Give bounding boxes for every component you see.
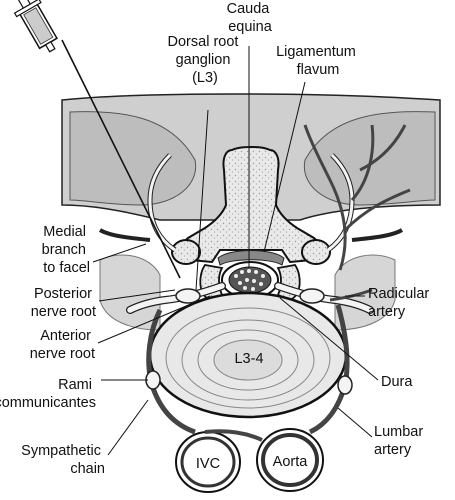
label-radicular-artery: Radicular artery <box>368 286 433 320</box>
label-anterior-nerve-root: Anterior nerve root <box>30 328 95 362</box>
facet-joint-left <box>171 239 201 265</box>
paraspinal-muscle-left <box>69 111 197 206</box>
sympathetic-ganglion-left <box>145 370 161 390</box>
aorta <box>256 428 324 492</box>
label-rami-communicantes: Rami communicantes <box>0 377 96 411</box>
label-dura: Dura <box>381 374 413 390</box>
dorsal-root-ganglion-left <box>175 288 201 304</box>
nerve-branch-right-upper <box>351 228 404 242</box>
label-ivc: IVC <box>196 456 220 472</box>
needle-syringe <box>13 0 181 279</box>
label-sympathetic-chain: Sympathetic chain <box>21 443 105 477</box>
cauda-equina-roots <box>234 269 265 291</box>
psoas-left <box>99 254 161 331</box>
ivc <box>175 431 241 493</box>
label-medial-branch: Medial branch to facel <box>42 224 90 276</box>
medial-branch-left-inner <box>148 153 176 252</box>
ligamentum-flavum-shape <box>217 250 285 266</box>
sympathetic-ganglion-right <box>337 375 353 395</box>
label-cauda-equina: Cauda equina <box>227 1 274 35</box>
label-aorta: Aorta <box>273 454 309 470</box>
intervertebral-disc <box>148 291 348 419</box>
label-lumbar-artery: Lumbar artery <box>374 424 427 458</box>
nerve-branch-left-upper <box>98 228 151 242</box>
dorsal-root-ganglion-right <box>299 288 325 304</box>
facet-joint-right <box>301 239 331 265</box>
nerve-root-left-inner <box>127 283 225 313</box>
lumbar-artery-connection <box>204 429 263 442</box>
label-disc-level: L3-4 <box>234 351 263 367</box>
label-ligamentum-flavum: Ligamentum flavum <box>276 44 360 78</box>
label-posterior-nerve-root: Posterior nerve root <box>31 286 96 320</box>
label-dorsal-root-ganglion: Dorsal root ganglion (L3) <box>168 34 243 86</box>
leader-lines <box>92 46 379 456</box>
dorsal-artery-branches <box>303 124 411 271</box>
